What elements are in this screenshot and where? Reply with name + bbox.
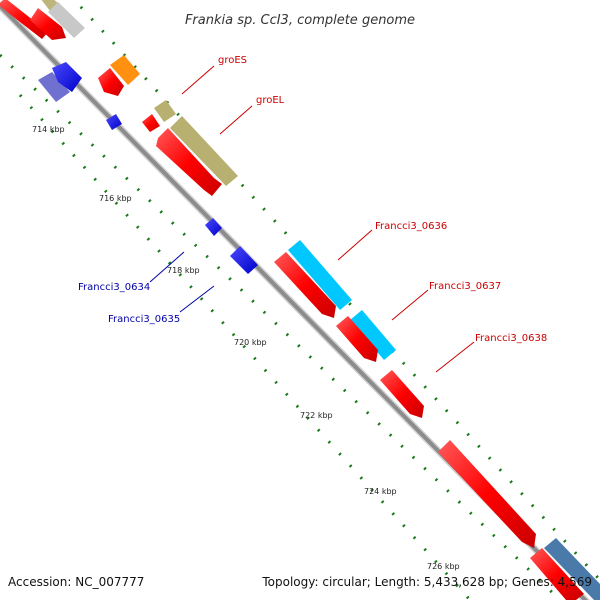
cds-blue-2[interactable]: [106, 114, 122, 130]
cds-francci3-0634[interactable]: [205, 218, 222, 236]
cds-cyan-0636[interactable]: [288, 240, 352, 310]
cds-orange[interactable]: [110, 55, 140, 85]
cds-top-red-2[interactable]: [30, 8, 66, 40]
tick-label: 724 kbp: [364, 487, 397, 496]
cds-purple[interactable]: [38, 72, 70, 102]
outer-dotted-ring: [72, 0, 600, 582]
groEL-label: groEL: [256, 95, 285, 106]
tick-label: 716 kbp: [99, 194, 132, 203]
tick-label: 722 kbp: [300, 411, 333, 420]
groES-leader: [181, 65, 215, 95]
cds-groES[interactable]: [154, 100, 176, 122]
francci3-0638-leader: [435, 341, 475, 373]
francci3-0634-leader: [149, 251, 185, 283]
francci3-0634-label: Francci3_0634: [78, 282, 150, 293]
cds-groEL-red[interactable]: [156, 128, 222, 196]
cds-cyan-0637[interactable]: [350, 310, 396, 360]
groES-label: groES: [218, 55, 247, 66]
francci3-0637-label: Francci3_0637: [429, 281, 501, 292]
tick-label: 714 kbp: [32, 125, 65, 134]
cds-groEL-khaki[interactable]: [170, 116, 238, 186]
francci3-0637-leader: [391, 289, 429, 321]
cds-red-0638[interactable]: [380, 370, 424, 418]
tick-label: 726 kbp: [427, 562, 460, 571]
cds-red-0637[interactable]: [336, 316, 378, 362]
cds-steel-blue[interactable]: [544, 538, 600, 600]
francci3-0636-leader: [337, 229, 373, 261]
francci3-0636-label: Francci3_0636: [375, 221, 447, 232]
cds-red-left[interactable]: [98, 68, 124, 96]
tick-label: 720 kbp: [234, 338, 267, 347]
francci3-0635-leader: [179, 285, 215, 313]
accession-text: Accession: NC_007777: [8, 575, 144, 589]
cds-top-red-1[interactable]: [0, 0, 48, 39]
cds-red-0636[interactable]: [274, 252, 336, 318]
summary-text: Topology: circular; Length: 5,433,628 bp…: [261, 575, 592, 589]
cds-francci3-0635[interactable]: [230, 246, 258, 274]
cds-red-long[interactable]: [438, 440, 536, 548]
cds-blue-1[interactable]: [52, 62, 82, 92]
tick-label: 718 kbp: [167, 266, 200, 275]
francci3-0635-label: Francci3_0635: [108, 314, 180, 325]
cds-red-small[interactable]: [142, 114, 160, 132]
cds-red-bottom[interactable]: [530, 548, 584, 600]
map-title: Frankia sp. CcI3, complete genome: [185, 13, 415, 28]
middle-dotted-ring: [0, 53, 562, 600]
francci3-0638-label: Francci3_0638: [475, 333, 547, 344]
cds-top-grey[interactable]: [48, 2, 85, 38]
inner-dotted-ring: [18, 94, 472, 600]
groEL-leader: [219, 105, 253, 135]
